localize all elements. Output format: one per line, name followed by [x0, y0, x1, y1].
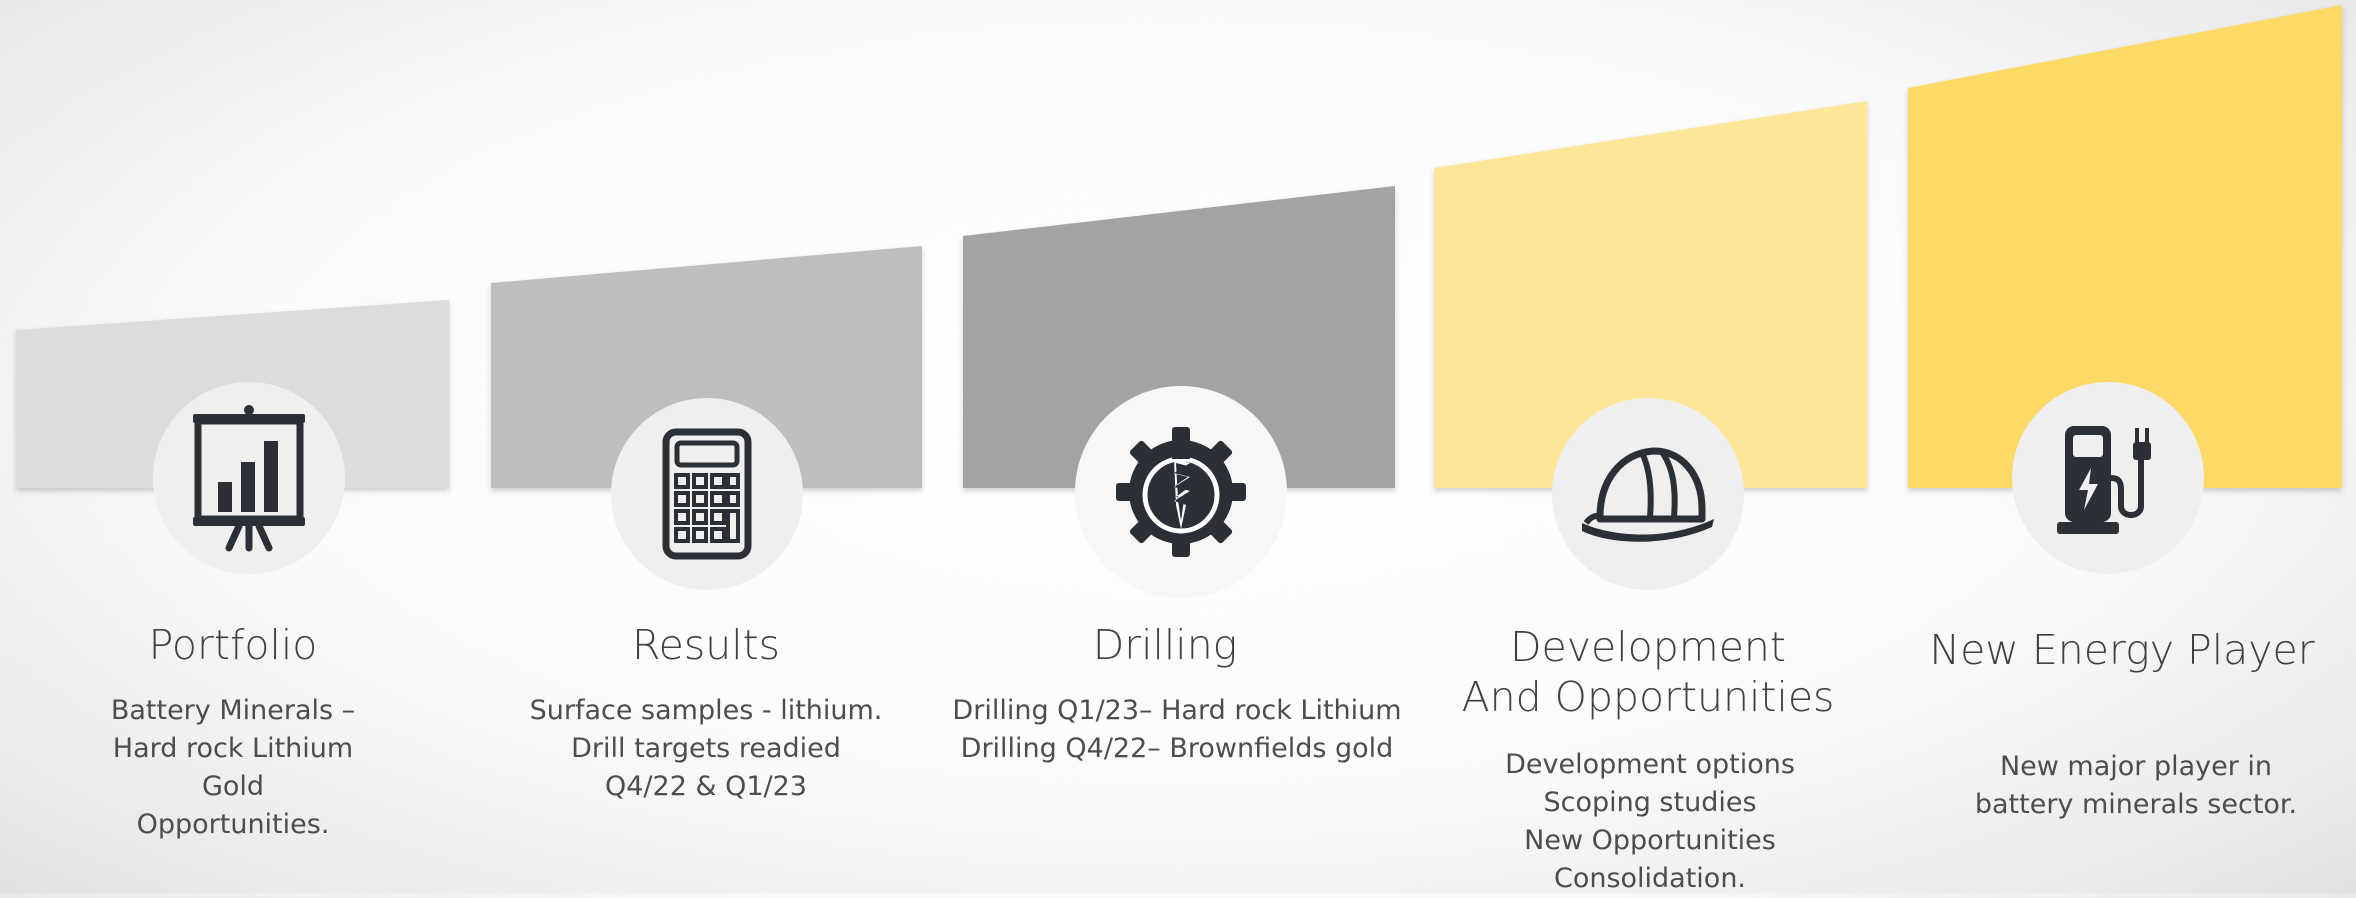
banner-results: [491, 246, 922, 488]
desc-line: New major player in: [1999, 751, 2273, 782]
step-desc-development: Development options Scoping studies New …: [1505, 746, 1795, 898]
development-icon-circle: [1552, 398, 1744, 590]
drill-gear-icon: [1116, 427, 1246, 557]
desc-line: Q4/22 & Q1/23: [605, 771, 807, 802]
desc-line: Drilling Q4/22– Brownfields gold: [960, 733, 1394, 764]
step-title-new-energy: New Energy Player: [1929, 626, 2315, 674]
desc-line: Gold: [201, 771, 265, 802]
desc-line: Drilling Q1/23– Hard rock Lithium: [952, 695, 1402, 726]
ev-charger-icon: [2057, 426, 2151, 534]
banner-development: [1434, 101, 1867, 488]
desc-line: Battery Minerals –: [110, 695, 356, 726]
desc-line: Opportunities.: [136, 809, 330, 840]
banner-new-energy: [1908, 5, 2342, 488]
desc-line: New Opportunities: [1524, 825, 1776, 856]
step-title-development-line-2: And Opportunities: [1461, 673, 1835, 721]
step-title-drilling: Drilling: [1092, 621, 1238, 669]
step-title-development-line-1: Development: [1509, 623, 1786, 671]
step-desc-results: Surface samples - lithium. Drill targets…: [530, 692, 883, 806]
desc-line: Development options: [1505, 749, 1795, 780]
calculator-icon: [662, 428, 752, 560]
desc-line: Drill targets readied: [571, 733, 841, 764]
new-energy-icon-circle: [2012, 382, 2204, 574]
step-title-results: Results: [631, 621, 781, 669]
desc-line: Scoping studies: [1543, 787, 1757, 818]
step-desc-portfolio: Battery Minerals – Hard rock Lithium Gol…: [111, 692, 355, 844]
desc-line: Surface samples - lithium.: [529, 695, 883, 726]
desc-line: battery minerals sector.: [1974, 789, 2298, 820]
hard-hat-icon: [1582, 447, 1714, 542]
desc-line: Consolidation.: [1553, 863, 1747, 894]
results-icon-circle: [611, 398, 803, 590]
presentation-chart-icon: [193, 405, 305, 552]
desc-line: Hard rock Lithium: [112, 733, 354, 764]
step-desc-drilling: Drilling Q1/23– Hard rock Lithium Drilli…: [952, 692, 1401, 768]
step-title-development: Development And Opportunities: [1462, 622, 1835, 722]
drilling-icon-circle: [1075, 386, 1287, 598]
portfolio-icon-circle: [153, 382, 345, 574]
banner-drilling: [963, 186, 1395, 488]
step-desc-new-energy: New major player in battery minerals sec…: [1975, 748, 2297, 824]
step-title-portfolio: Portfolio: [148, 621, 318, 669]
